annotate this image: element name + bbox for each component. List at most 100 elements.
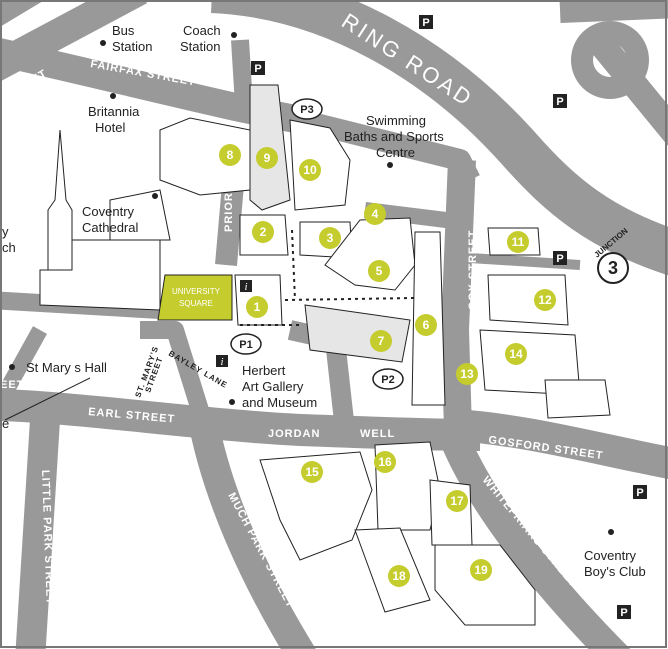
building-marker-9 xyxy=(256,147,278,169)
edge-y-label: y xyxy=(2,224,9,239)
parking-p2-badge xyxy=(372,368,404,390)
parking-icon-glyph: P xyxy=(556,253,563,265)
building-14-annex xyxy=(544,379,611,419)
jordan-label: JORDAN xyxy=(268,428,320,440)
gosford-street xyxy=(453,409,668,479)
road-top-left-2 xyxy=(0,0,45,27)
info-icon xyxy=(240,280,252,292)
building-marker-8 xyxy=(219,144,241,166)
junction-circle xyxy=(597,252,629,284)
parking-p1-badge xyxy=(230,333,262,355)
parking-icon-glyph: P xyxy=(620,607,627,619)
st-marys-hall-pointer xyxy=(4,377,91,421)
building-number-2: 2 xyxy=(260,225,267,239)
fairfax-street xyxy=(0,37,303,134)
building-number-10: 10 xyxy=(303,163,317,177)
building-12-shape xyxy=(487,274,569,326)
building-marker-19 xyxy=(470,559,492,581)
parking-icon-glyph: P xyxy=(636,487,643,499)
swimming-label-2: Baths and Sports xyxy=(344,129,444,144)
building-number-11: 11 xyxy=(512,235,525,249)
building-marker-2 xyxy=(252,221,274,243)
university-square-label-1: UNIVERSITY xyxy=(172,287,221,296)
building-marker-15 xyxy=(301,461,323,483)
building-number-3: 3 xyxy=(327,231,334,245)
building-marker-14 xyxy=(505,343,527,365)
building-4-shape xyxy=(324,217,416,291)
parking-p3-label: P3 xyxy=(300,104,313,116)
earl-street xyxy=(0,389,481,451)
building-15-shape xyxy=(259,451,373,561)
building-number-18: 18 xyxy=(392,569,406,583)
building-marker-3 xyxy=(319,227,341,249)
building-number-9: 9 xyxy=(264,151,271,165)
britannia-label-1: Britannia xyxy=(88,104,140,119)
edge-e-label: e xyxy=(2,416,9,431)
university-square-shape xyxy=(157,274,233,321)
building-marker-5 xyxy=(368,260,390,282)
herbert-label-2: Art Gallery xyxy=(242,379,304,394)
road-coach xyxy=(231,39,253,106)
cathedral-body-2 xyxy=(109,189,171,241)
building-marker-6 xyxy=(415,314,437,336)
parking-p1-label: P1 xyxy=(239,339,252,351)
building-marker-4 xyxy=(364,203,386,225)
building-number-19: 19 xyxy=(474,563,488,577)
building-number-16: 16 xyxy=(378,455,392,469)
building-number-6: 6 xyxy=(423,318,430,332)
building-17-shape xyxy=(429,479,473,546)
building-19-shape xyxy=(434,544,536,626)
boys-club-label-2: Boy's Club xyxy=(584,564,646,579)
bayley-lane xyxy=(140,321,209,413)
cathedral-label-1: Coventry xyxy=(82,204,135,219)
building-number-15: 15 xyxy=(305,465,319,479)
bus-station-label-2: Station xyxy=(112,39,152,54)
parking-icon xyxy=(251,61,265,75)
parking-p3-badge xyxy=(291,98,323,120)
parking-icon-glyph: P xyxy=(254,63,261,75)
st-marys-hall-label: St Mary s Hall xyxy=(26,360,107,375)
parking-icon xyxy=(419,15,433,29)
cathedral-drawing xyxy=(39,129,171,311)
building-number-8: 8 xyxy=(227,148,234,162)
building-marker-12 xyxy=(534,289,556,311)
road-left-diagonal xyxy=(0,326,47,419)
bus-station-label-1: Bus xyxy=(112,23,135,38)
little-park-street-label: LITTLE PARK STREET xyxy=(39,470,56,605)
building-number-7: 7 xyxy=(378,334,385,348)
ring-road-label: RING ROAD xyxy=(337,8,478,112)
parking-icon-glyph: P xyxy=(556,96,563,108)
walkways xyxy=(240,229,416,326)
building-number-4: 4 xyxy=(372,207,379,221)
little-park-street xyxy=(15,419,60,649)
boys-club-dot xyxy=(608,529,614,535)
building-marker-11 xyxy=(507,231,529,253)
cox-street xyxy=(441,159,476,431)
building-marker-1 xyxy=(246,296,268,318)
building-marker-13 xyxy=(456,363,478,385)
place-labels: Bus Station Coach Station Britannia Hote… xyxy=(2,23,646,579)
building-marker-17 xyxy=(446,490,468,512)
swimming-dot xyxy=(387,162,393,168)
britannia-dot xyxy=(110,93,116,99)
boys-club-label-1: Coventry xyxy=(584,548,637,563)
parking-p2-label: P2 xyxy=(381,374,394,386)
coach-station-label-1: Coach xyxy=(183,23,221,38)
building-marker-18 xyxy=(388,565,410,587)
university-square: UNIVERSITY SQUARE xyxy=(157,274,233,321)
building-marker-16 xyxy=(374,451,396,473)
info-icon-glyph: i xyxy=(220,356,223,368)
building-marker-7 xyxy=(370,330,392,352)
info-markers: i i xyxy=(216,280,252,368)
parking-icon xyxy=(617,605,631,619)
parking-icon xyxy=(553,251,567,265)
building-number-12: 12 xyxy=(538,293,552,307)
junction-number: 3 xyxy=(608,258,618,278)
parking-icon xyxy=(553,94,567,108)
cathedral-dot xyxy=(152,193,158,199)
university-square-label-2: SQUARE xyxy=(179,299,213,308)
